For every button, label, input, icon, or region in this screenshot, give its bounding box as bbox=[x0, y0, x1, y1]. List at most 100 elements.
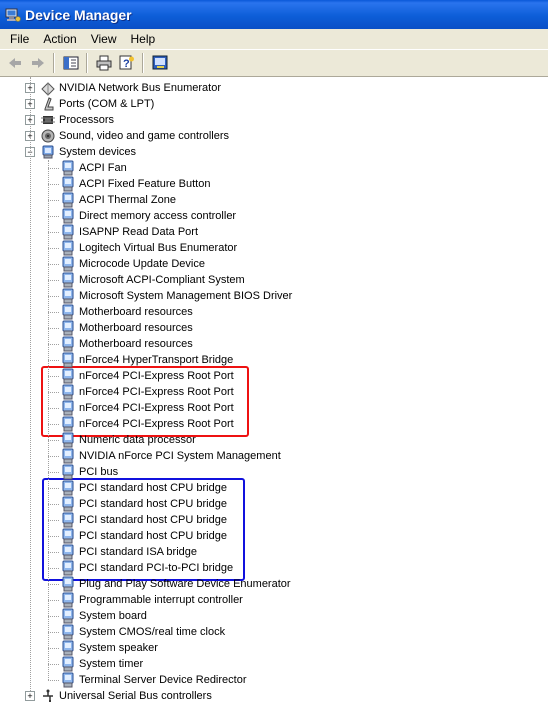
toolbar-separator bbox=[86, 53, 88, 73]
tree-item-label: System CMOS/real time clock bbox=[79, 626, 226, 638]
system-device-icon bbox=[62, 496, 74, 512]
tree-item-label: Terminal Server Device Redirector bbox=[79, 674, 247, 686]
tree-connector bbox=[48, 328, 59, 329]
tree-device-item[interactable]: nForce4 HyperTransport Bridge bbox=[60, 352, 233, 368]
tree-item-label: PCI standard ISA bridge bbox=[79, 546, 198, 558]
tree-device-item[interactable]: ACPI Fixed Feature Button bbox=[60, 176, 210, 192]
tree-connector bbox=[48, 392, 59, 393]
tree-device-item[interactable]: PCI standard host CPU bridge bbox=[60, 496, 227, 512]
tree-device-item[interactable]: PCI standard host CPU bridge bbox=[60, 480, 227, 496]
tree-item-label: nForce4 HyperTransport Bridge bbox=[79, 354, 234, 366]
tree-device-item[interactable]: ISAPNP Read Data Port bbox=[60, 224, 198, 240]
system-device-icon bbox=[62, 256, 74, 272]
system-device-icon bbox=[62, 240, 74, 256]
tree-device-item[interactable]: System speaker bbox=[60, 640, 158, 656]
computer-device-icon bbox=[42, 145, 54, 159]
tree-category[interactable]: Processors bbox=[40, 112, 114, 128]
tree-connector bbox=[48, 216, 59, 217]
back-button[interactable] bbox=[3, 52, 26, 74]
tree-device-item[interactable]: nForce4 PCI-Express Root Port bbox=[60, 384, 234, 400]
tree-connector bbox=[48, 280, 59, 281]
tree-device-item[interactable]: Motherboard resources bbox=[60, 320, 193, 336]
system-device-icon bbox=[62, 528, 74, 544]
tree-device-item[interactable]: Numeric data processor bbox=[60, 432, 196, 448]
tree-device-item[interactable]: ACPI Thermal Zone bbox=[60, 192, 176, 208]
tree-device-item[interactable]: Motherboard resources bbox=[60, 336, 193, 352]
system-device-icon bbox=[62, 512, 74, 528]
tree-category[interactable]: Universal Serial Bus controllers bbox=[40, 688, 212, 704]
forward-button[interactable] bbox=[26, 52, 49, 74]
system-device-icon bbox=[62, 336, 74, 352]
menu-help[interactable]: Help bbox=[130, 32, 156, 46]
tree-category-system-devices[interactable]: System devices bbox=[40, 144, 136, 160]
tree-item-label: PCI standard host CPU bridge bbox=[79, 482, 227, 494]
system-device-icon bbox=[62, 176, 74, 192]
system-device-icon bbox=[62, 672, 74, 688]
tree-device-item[interactable]: Terminal Server Device Redirector bbox=[60, 672, 247, 688]
tree-device-item[interactable]: nForce4 PCI-Express Root Port bbox=[60, 400, 234, 416]
tree-device-item[interactable]: Microsoft ACPI-Compliant System bbox=[60, 272, 245, 288]
tree-connector bbox=[48, 264, 59, 265]
tree-device-item[interactable]: PCI standard PCI-to-PCI bridge bbox=[60, 560, 233, 576]
tree-device-item[interactable]: nForce4 PCI-Express Root Port bbox=[60, 368, 234, 384]
menu-action[interactable]: Action bbox=[43, 32, 77, 46]
tree-device-item[interactable]: Motherboard resources bbox=[60, 304, 193, 320]
tree-item-label: System timer bbox=[79, 658, 144, 670]
speaker-icon bbox=[41, 129, 55, 143]
print-button[interactable] bbox=[92, 52, 115, 74]
tree-device-item[interactable]: NVIDIA nForce PCI System Management bbox=[60, 448, 281, 464]
system-device-icon bbox=[62, 272, 74, 288]
tree-item-label: NVIDIA nForce PCI System Management bbox=[79, 450, 281, 462]
toolbar-separator bbox=[142, 53, 144, 73]
tree-connector bbox=[48, 616, 59, 617]
device-tree[interactable]: NVIDIA Network Bus Enumerator + Ports (COM… bbox=[0, 77, 548, 714]
tree-device-item[interactable]: Microsoft System Management BIOS Driver bbox=[60, 288, 292, 304]
tree-item-label: Motherboard resources bbox=[79, 306, 193, 318]
blue-highlight-box bbox=[42, 478, 245, 581]
tree-connector bbox=[48, 408, 59, 409]
tree-device-item[interactable]: PCI standard host CPU bridge bbox=[60, 528, 227, 544]
tree-item-label: PCI standard host CPU bridge bbox=[79, 498, 227, 510]
properties-button[interactable] bbox=[148, 52, 171, 74]
system-device-icon bbox=[62, 592, 74, 608]
tree-device-item[interactable]: PCI standard host CPU bridge bbox=[60, 512, 227, 528]
tree-device-item[interactable]: System CMOS/real time clock bbox=[60, 624, 225, 640]
tree-item-label: Programmable interrupt controller bbox=[79, 594, 243, 606]
tree-connector bbox=[48, 456, 59, 457]
system-device-icon bbox=[62, 384, 74, 400]
tree-device-item[interactable]: ACPI Fan bbox=[60, 160, 127, 176]
tree-device-item[interactable]: Direct memory access controller bbox=[60, 208, 236, 224]
tree-device-item[interactable]: PCI bus bbox=[60, 464, 118, 480]
tree-device-item[interactable]: System board bbox=[60, 608, 147, 624]
menu-view[interactable]: View bbox=[90, 32, 117, 46]
tree-device-item[interactable]: Microcode Update Device bbox=[60, 256, 205, 272]
tree-device-item[interactable]: nForce4 PCI-Express Root Port bbox=[60, 416, 234, 432]
help-button[interactable]: ? bbox=[115, 52, 138, 74]
tree-connector bbox=[48, 680, 59, 681]
tree-device-item[interactable]: Programmable interrupt controller bbox=[60, 592, 243, 608]
title-bar[interactable]: Device Manager bbox=[0, 0, 548, 29]
menu-file[interactable]: File bbox=[10, 32, 30, 46]
system-device-icon bbox=[62, 288, 74, 304]
system-device-icon bbox=[62, 160, 74, 176]
system-device-icon bbox=[62, 208, 74, 224]
tree-device-item[interactable]: PCI standard ISA bridge bbox=[60, 544, 197, 560]
tree-category[interactable]: Ports (COM & LPT) bbox=[40, 96, 154, 112]
tree-connector bbox=[48, 248, 59, 249]
window-title: Device Manager bbox=[25, 6, 132, 23]
tree-connector bbox=[48, 552, 59, 553]
tree-category[interactable]: Sound, video and game controllers bbox=[40, 128, 229, 144]
tree-connector bbox=[48, 472, 59, 473]
tree-device-item[interactable]: Logitech Virtual Bus Enumerator bbox=[60, 240, 237, 256]
show-hide-console-tree-button[interactable] bbox=[59, 52, 82, 74]
tree-device-item[interactable]: Plug and Play Software Device Enumerator bbox=[60, 576, 291, 592]
tree-item-label: ISAPNP Read Data Port bbox=[79, 226, 199, 238]
tree-item-label: System speaker bbox=[79, 642, 158, 654]
tree-category[interactable]: NVIDIA Network Bus Enumerator bbox=[40, 80, 221, 96]
tree-item-label: Numeric data processor bbox=[79, 434, 196, 446]
tree-device-item[interactable]: System timer bbox=[60, 656, 143, 672]
tree-item-label: ACPI Fan bbox=[79, 162, 127, 174]
toolbar: ? bbox=[0, 49, 548, 77]
svg-text:?: ? bbox=[123, 58, 130, 70]
expand-toggle[interactable]: + bbox=[25, 691, 35, 701]
